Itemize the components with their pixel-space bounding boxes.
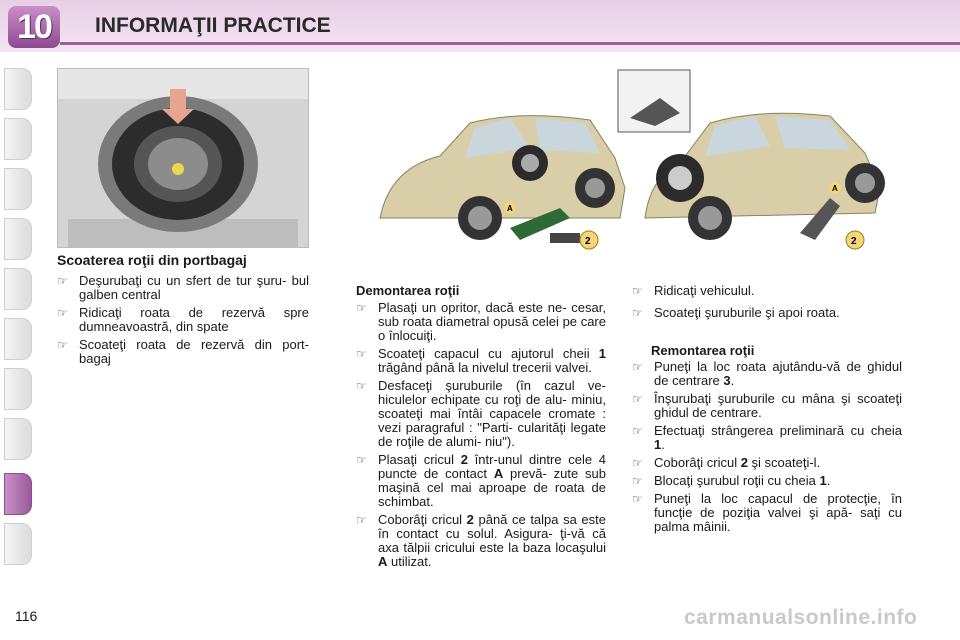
pointer-icon: ☞ bbox=[632, 392, 643, 406]
chapter-number-badge: 10 bbox=[8, 6, 60, 48]
pointer-icon: ☞ bbox=[356, 513, 367, 527]
chapter-tab[interactable] bbox=[4, 68, 32, 110]
pointer-icon: ☞ bbox=[57, 338, 68, 352]
reference-number: A bbox=[493, 466, 504, 481]
pointer-icon: ☞ bbox=[57, 306, 68, 320]
pointer-icon: ☞ bbox=[57, 274, 68, 288]
step-text: Puneţi la loc roata ajutându-vă de ghidu… bbox=[654, 359, 902, 388]
chapter-tab[interactable] bbox=[4, 368, 32, 410]
list-item: ☞Scoateţi roata de rezervă din port- bag… bbox=[57, 337, 309, 366]
spare-section-title: Scoaterea roţii din portbagaj bbox=[57, 252, 247, 268]
reference-number: A bbox=[378, 554, 388, 569]
chapter-tabs bbox=[0, 68, 34, 568]
step-text: Efectuaţi strângerea preliminară cu chei… bbox=[654, 423, 902, 438]
step-text: . bbox=[730, 373, 735, 388]
demount-section-title: Demontarea roţii bbox=[356, 283, 460, 298]
list-item: ☞Scoateţi şuruburile şi apoi roata. bbox=[632, 305, 840, 321]
step-text: Puneţi la loc capacul de protecţie, în f… bbox=[654, 491, 902, 534]
chapter-tab[interactable] bbox=[4, 523, 32, 565]
reference-number: 3 bbox=[723, 373, 731, 388]
step-text: într-unul dintre cele 4 puncte de contac… bbox=[378, 452, 607, 481]
step-text: Coborâţi cricul bbox=[378, 512, 467, 527]
pointer-icon: ☞ bbox=[632, 456, 643, 470]
car-jacking-diagram: A 2 A 2 bbox=[360, 68, 898, 268]
list-item: ☞ Puneţi la loc capacul de protecţie, în … bbox=[632, 492, 902, 534]
reference-number: 1 bbox=[598, 346, 606, 361]
chapter-tab[interactable] bbox=[4, 318, 32, 360]
jack-label: 2 bbox=[851, 236, 857, 247]
header-underline bbox=[60, 42, 960, 45]
list-item: ☞ Puneţi la loc roata ajutându-vă de ghid… bbox=[632, 360, 902, 388]
list-item: ☞Ridicaţi vehiculul. bbox=[632, 283, 755, 299]
step-text: până ce talpa sa este în contact cu solu… bbox=[378, 512, 606, 555]
list-item: ☞ Coborâţi cricul 2 şi scoateţi-l. bbox=[632, 455, 902, 471]
step-text: şi scoateţi-l. bbox=[747, 455, 821, 470]
contact-point-label: A bbox=[507, 204, 513, 213]
reference-number: 2 bbox=[466, 512, 474, 527]
pointer-icon: ☞ bbox=[632, 360, 643, 374]
step-text: utilizat. bbox=[387, 554, 432, 569]
list-item: ☞ Înşurubaţi şuruburile cu mâna şi scoate… bbox=[632, 392, 902, 420]
remount-steps-list: ☞ Puneţi la loc roata ajutându-vă de ghid… bbox=[632, 360, 902, 538]
pointer-icon: ☞ bbox=[356, 301, 367, 315]
step-text: Plasaţi un opritor, dacă este ne- cesar,… bbox=[378, 300, 606, 343]
step-text: Plasaţi cricul bbox=[378, 452, 461, 467]
reference-number: 1 bbox=[654, 437, 662, 452]
chapter-header: 10 INFORMAŢII PRACTICE bbox=[0, 0, 960, 52]
pointer-icon: ☞ bbox=[356, 453, 367, 467]
chapter-tab[interactable] bbox=[4, 118, 32, 160]
spare-steps-list: ☞Deşurubaţi cu un sfert de tur şuru- bul… bbox=[57, 274, 309, 370]
pointer-icon: ☞ bbox=[632, 306, 643, 320]
step-text: . bbox=[826, 473, 831, 488]
chapter-tab-active[interactable] bbox=[4, 473, 32, 515]
list-item: ☞Ridicaţi roata de rezervă spre dumneavo… bbox=[57, 305, 309, 334]
chapter-title: INFORMAŢII PRACTICE bbox=[95, 14, 331, 37]
pointer-icon: ☞ bbox=[356, 347, 367, 361]
step-text: prevă- zute sub maşină cel mai aproape d… bbox=[378, 466, 606, 509]
step-text: Coborâţi cricul bbox=[654, 455, 741, 470]
list-item: ☞ Plasaţi cricul 2 într-unul dintre cele … bbox=[356, 453, 606, 509]
spare-wheel-trunk-image bbox=[57, 68, 309, 248]
list-item: ☞ Plasaţi un opritor, dacă este ne- cesar… bbox=[356, 301, 606, 343]
step-text: Înşurubaţi şuruburile cu mâna şi scoateţ… bbox=[654, 391, 902, 420]
demount-steps-list: ☞ Plasaţi un opritor, dacă este ne- cesar… bbox=[356, 301, 606, 573]
list-item: ☞ Coborâţi cricul 2 până ce talpa sa este… bbox=[356, 513, 606, 569]
watermark: carmanualsonline.info bbox=[684, 606, 918, 629]
pointer-icon: ☞ bbox=[356, 379, 367, 393]
remount-section-title: Remontarea roţii bbox=[651, 343, 755, 358]
pointer-icon: ☞ bbox=[632, 492, 643, 506]
page-number: 116 bbox=[15, 608, 38, 624]
list-item: ☞Deşurubaţi cu un sfert de tur şuru- bul… bbox=[57, 273, 309, 302]
step-text: Scoateţi capacul cu ajutorul cheii bbox=[378, 346, 599, 361]
list-item: ☞ Blocaţi şurubul roţii cu cheia 1. bbox=[632, 473, 902, 489]
chapter-tab[interactable] bbox=[4, 268, 32, 310]
jack-label: 2 bbox=[585, 236, 591, 247]
pointer-icon: ☞ bbox=[632, 284, 643, 298]
pointer-icon: ☞ bbox=[632, 424, 643, 438]
step-text: . bbox=[661, 437, 665, 452]
reference-number: 2 bbox=[460, 452, 468, 467]
contact-point-label: A bbox=[832, 184, 838, 193]
chapter-tab[interactable] bbox=[4, 218, 32, 260]
step-text: trăgând până la nivelul trecerii valvei. bbox=[378, 360, 592, 375]
chapter-tab[interactable] bbox=[4, 168, 32, 210]
list-item: ☞ Efectuaţi strângerea preliminară cu che… bbox=[632, 424, 902, 452]
reference-number: 2 bbox=[740, 455, 748, 470]
list-item: ☞ Desfaceţi şuruburile (în cazul ve- hicu… bbox=[356, 379, 606, 449]
step-text: Blocaţi şurubul roţii cu cheia bbox=[654, 473, 820, 488]
list-item: ☞ Scoateţi capacul cu ajutorul cheii 1 tr… bbox=[356, 347, 606, 375]
raise-steps-list: ☞Ridicaţi vehiculul. ☞Scoateţi şuruburil… bbox=[632, 284, 902, 324]
chapter-tab[interactable] bbox=[4, 418, 32, 460]
reference-number: 1 bbox=[819, 473, 827, 488]
step-text: Desfaceţi şuruburile (în cazul ve- hicul… bbox=[378, 378, 606, 449]
pointer-icon: ☞ bbox=[632, 474, 643, 488]
